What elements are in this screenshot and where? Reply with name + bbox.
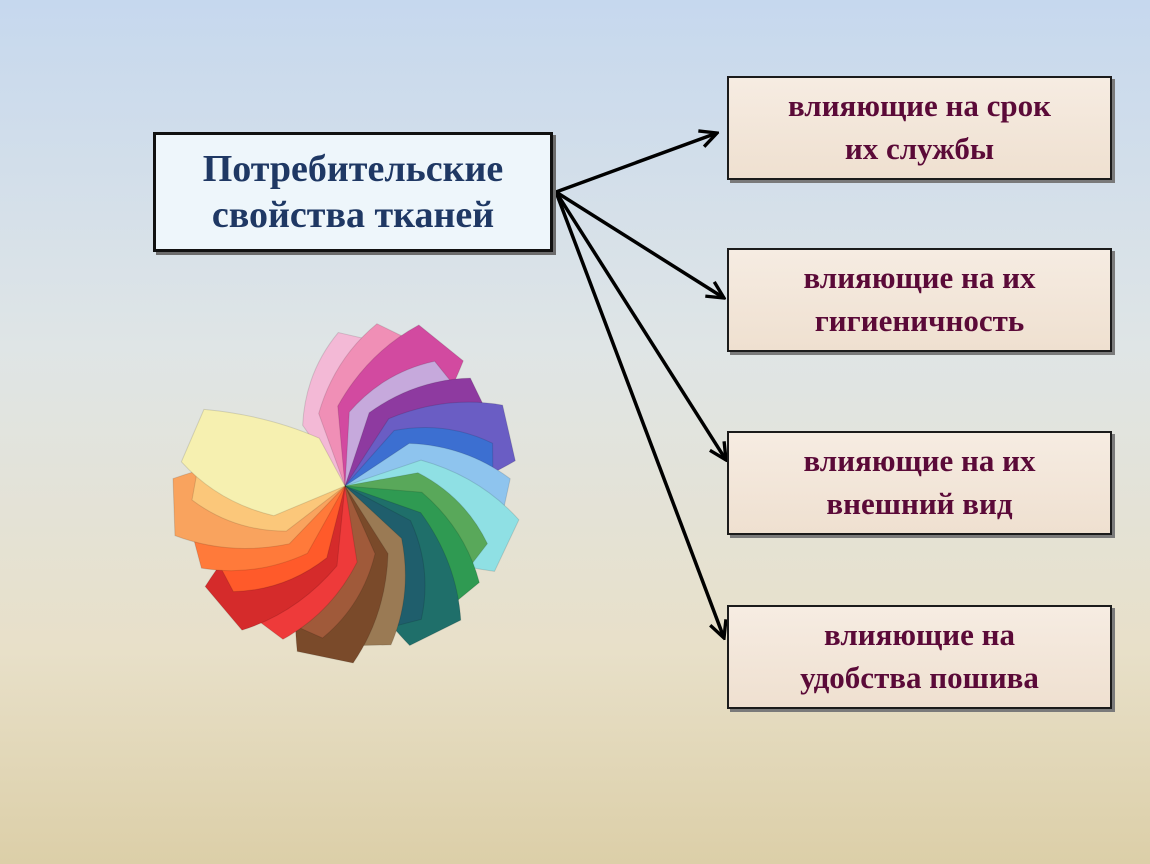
category-label-hygiene: влияющие на их гигиеничность — [803, 260, 1036, 338]
category-label-durability: влияющие на срок их службы — [787, 88, 1052, 166]
arrow-to-appearance — [554, 191, 726, 460]
category-label-sewing: влияющие на удобства пошива — [800, 617, 1039, 695]
fabric-swatches-image — [172, 323, 520, 664]
category-box-sewing: влияющие на удобства пошива — [727, 605, 1112, 709]
arrow-to-hygiene — [555, 190, 724, 298]
arrow-to-sewing — [554, 191, 724, 638]
category-box-hygiene: влияющие на их гигиеничность — [727, 248, 1112, 352]
category-box-durability: влияющие на срок их службы — [727, 76, 1112, 180]
category-label-appearance: влияющие на их внешний вид — [803, 443, 1036, 521]
arrow-to-durability — [555, 133, 717, 194]
fabric-swatch — [180, 408, 346, 517]
main-concept-box: Потребительские свойства тканей — [153, 132, 553, 252]
main-concept-title: Потребительские свойства тканей — [202, 147, 504, 236]
category-box-appearance: влияющие на их внешний вид — [727, 431, 1112, 535]
